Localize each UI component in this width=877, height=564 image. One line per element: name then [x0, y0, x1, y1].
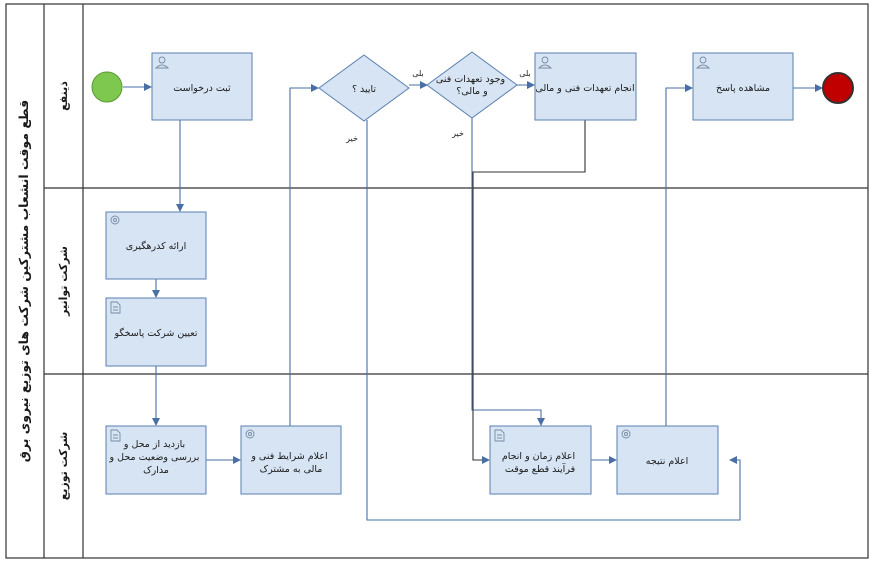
task-submit-request[interactable]: ثبت درخواست — [151, 52, 253, 121]
task-site-visit[interactable]: بازدید از محل و بررسی وضعیت محل و مدارک — [105, 425, 207, 495]
sequence-flows — [123, 81, 823, 521]
task-view-response-label: مشاهده پاسخ — [716, 83, 770, 94]
gateway-obligations[interactable]: وجود تعهدات فنی و مالی؟ — [426, 51, 518, 119]
task-submit-request-label: ثبت درخواست — [173, 83, 231, 94]
gear-icon — [621, 429, 631, 439]
task-provide-gateway-label: ارائه کدرهگیری — [126, 240, 187, 252]
task-announce-result[interactable]: اعلام نتیجه — [616, 425, 719, 495]
start-event[interactable] — [91, 71, 123, 103]
gateway-obligations-label: وجود تعهدات فنی و مالی؟ — [436, 74, 508, 97]
document-icon — [110, 429, 121, 442]
task-announce-terms[interactable]: اعلام شرایط فنی و مالی به مشترک — [240, 425, 342, 495]
gear-icon — [245, 429, 255, 439]
flow-label-approve-yes: بلی — [412, 69, 424, 78]
user-icon — [154, 56, 170, 69]
document-icon — [110, 301, 121, 314]
lane-label-distribution: شرکت توزیع — [57, 432, 70, 501]
flow-label-obligations-no: خیر — [451, 129, 464, 138]
flow-approve-no — [366, 120, 741, 521]
lane-label-stakeholder: ذینفع — [57, 81, 70, 111]
flow-result-to-view — [665, 84, 693, 426]
task-site-visit-label: بازدید از محل و بررسی وضعیت محل و مدارک — [109, 439, 203, 476]
flow-label-approve-no: خیر — [345, 134, 358, 143]
task-announce-terms-label: اعلام شرایط فنی و مالی به مشترک — [250, 451, 330, 475]
user-icon — [537, 56, 553, 69]
task-fulfil-obligations[interactable]: انجام تعهدات فنی و مالی — [534, 52, 637, 121]
task-announce-schedule[interactable]: اعلام زمان و انجام فرآیند قطع موقت — [489, 425, 592, 495]
task-provide-gateway[interactable]: ارائه کدرهگیری — [105, 211, 207, 280]
task-view-response[interactable]: مشاهده پاسخ — [692, 52, 794, 121]
flow-obligations-done — [472, 120, 586, 464]
gear-icon — [110, 215, 120, 225]
task-announce-schedule-label: اعلام زمان و انجام فرآیند قطع موقت — [502, 451, 578, 475]
flow-terms-to-approve — [289, 84, 319, 426]
task-assign-company[interactable]: تعیین شرکت پاسخگو — [105, 297, 207, 367]
task-assign-company-label: تعیین شرکت پاسخگو — [113, 327, 197, 339]
end-event[interactable] — [822, 72, 854, 104]
task-fulfil-obligations-label: انجام تعهدات فنی و مالی — [535, 83, 634, 94]
task-announce-result-label: اعلام نتیجه — [646, 456, 688, 467]
pool-title: قطع موقت انشعاب مشترکین شرکت های توزیع ن… — [16, 100, 31, 462]
gateway-approve-label: تایید ؟ — [352, 84, 376, 95]
user-icon — [695, 56, 711, 69]
lane-label-tavanir: شرکت توانیر — [57, 246, 70, 317]
flow-label-obligations-yes: بلی — [519, 69, 531, 78]
gateway-approve[interactable]: تایید ؟ — [318, 54, 410, 122]
document-icon — [494, 429, 505, 442]
flow-obligations-no — [471, 118, 545, 426]
